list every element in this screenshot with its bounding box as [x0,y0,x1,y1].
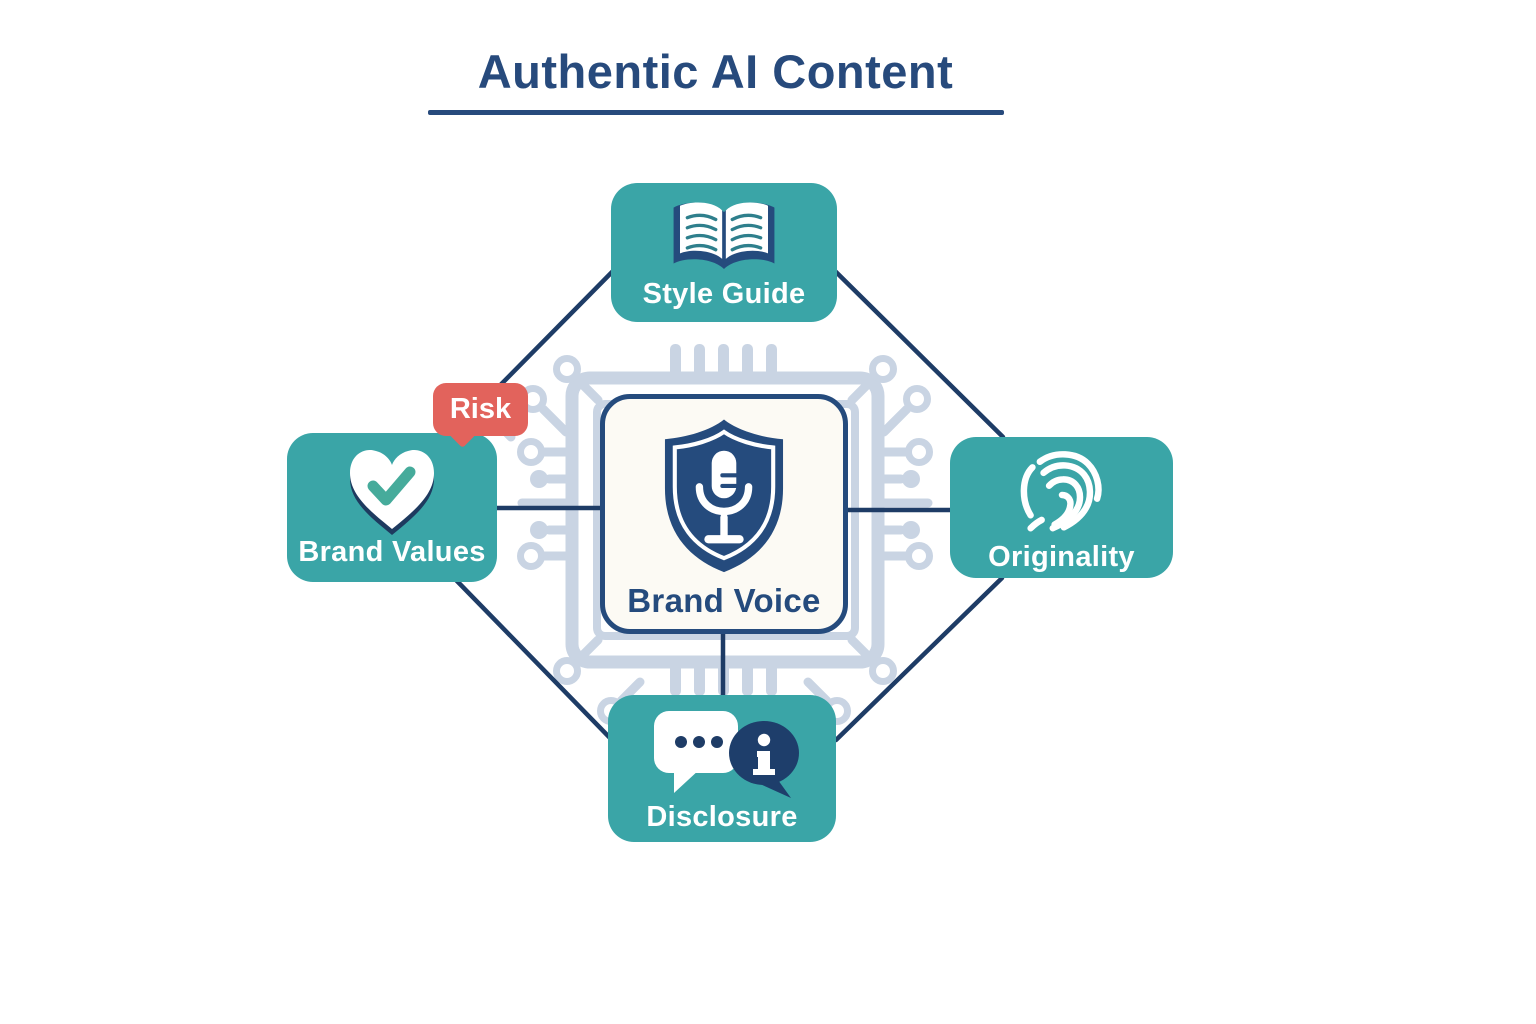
node-disclosure: Disclosure [608,695,836,842]
chip-traces-right [873,438,933,570]
heart-checkmark-icon [342,444,442,538]
connector-bottom-right [833,575,1005,743]
chip-pins-bottom [670,660,777,696]
node-originality-label: Originality [988,541,1135,573]
risk-badge-label: Risk [449,393,512,425]
node-originality: Originality [950,437,1173,578]
chip-traces-left [517,438,577,570]
node-style-guide: Style Guide [611,183,837,322]
chip-pins-top [670,344,777,380]
shield-microphone-icon [642,413,806,582]
node-style-guide-label: Style Guide [642,278,806,310]
node-brand-values-label: Brand Values [298,536,486,568]
node-brand-values: Brand Values [287,433,497,582]
connector-bottom-left [453,577,615,743]
speech-bubbles-info-icon [640,703,804,803]
title-underline [428,110,1004,115]
node-disclosure-label: Disclosure [646,801,798,833]
open-book-icon [662,192,786,280]
risk-badge: Risk [433,383,528,436]
page-title: Authentic AI Content [477,45,954,98]
fingerprint-icon [1016,447,1108,543]
node-brand-voice-label: Brand Voice [627,582,821,619]
node-brand-voice: Brand Voice [600,394,848,634]
connector-top-right [831,267,1006,440]
